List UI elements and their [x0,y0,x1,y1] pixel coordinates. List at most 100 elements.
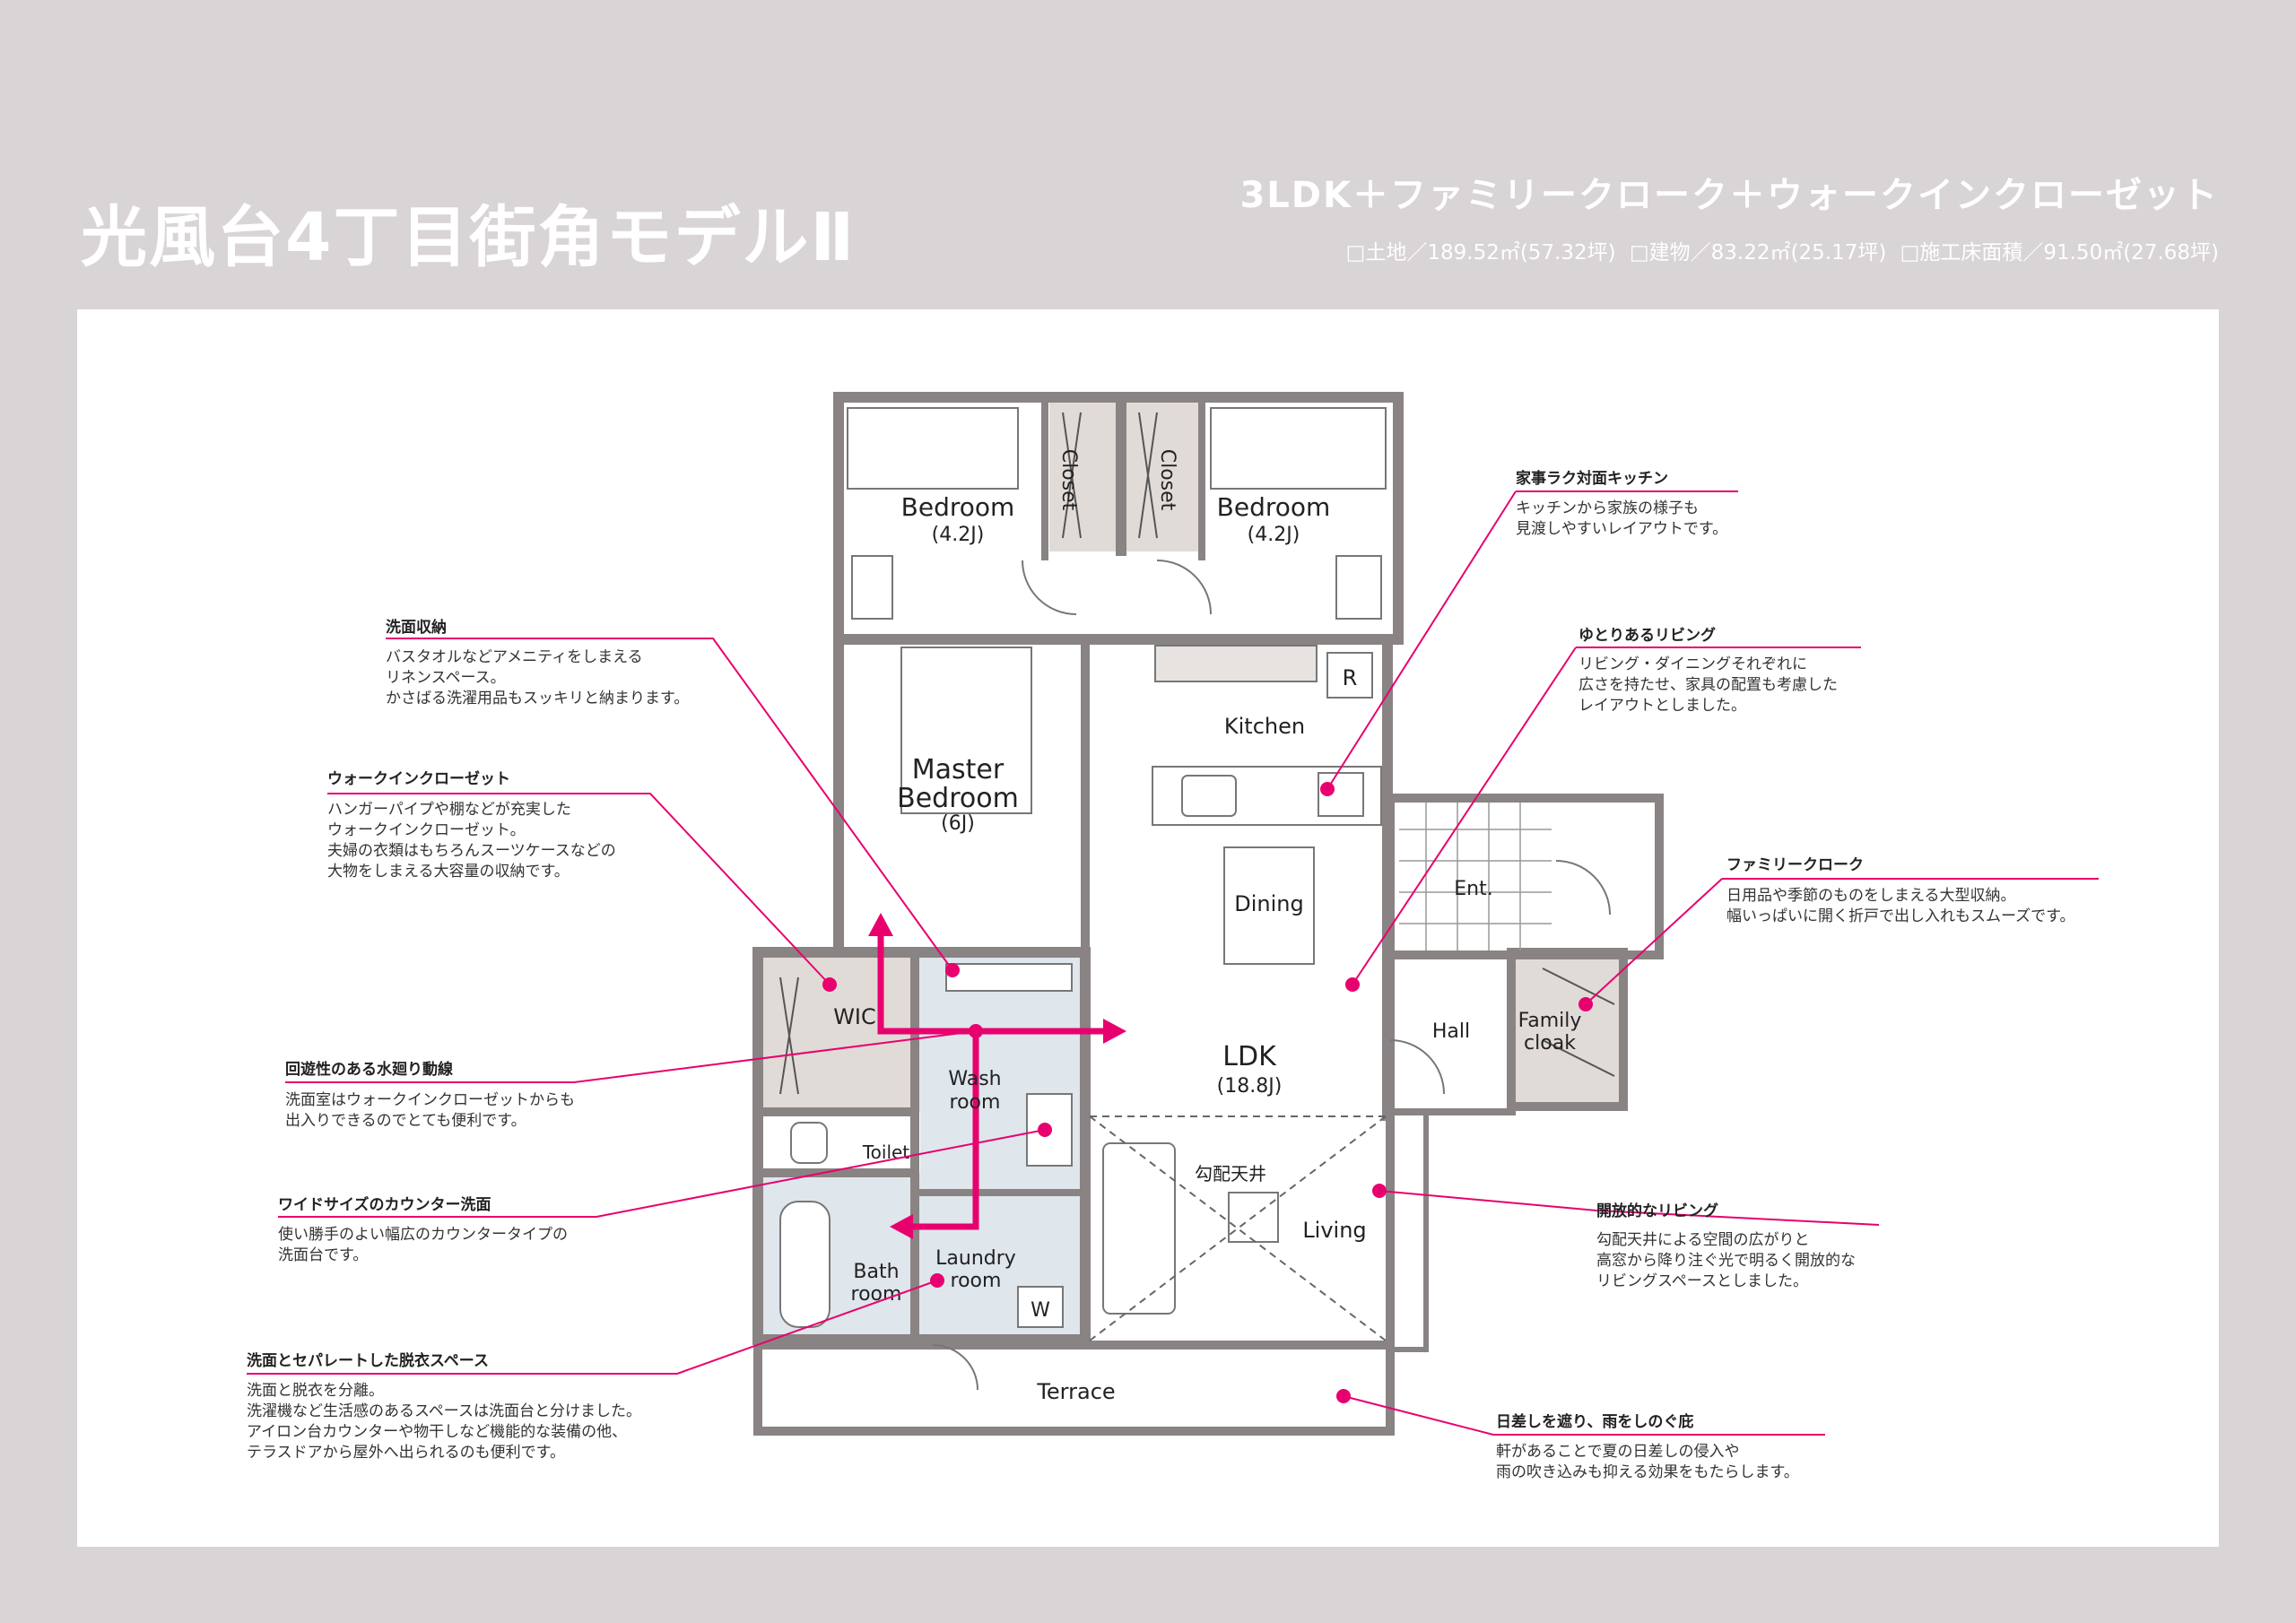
ann-living-line: 広さを持たせ、家具の配置も考慮した [1578,676,1838,694]
kitchen-counter-back [1154,645,1318,682]
ann-kitchen-line: キッチンから家族の様子も [1516,499,1699,517]
sink [1181,775,1237,817]
ann-open-living-line: 高窓から降り注ぐ光で明るく開放的な [1596,1252,1856,1270]
room-fills [761,399,1623,1341]
closet2-label: Closet [1156,449,1178,511]
ann-wic-line: ウォークインクローゼット。 [327,821,526,839]
ann-living-title: ゆとりあるリビング [1578,626,1716,645]
ann-circulation-title: 回遊性のある水廻り動線 [285,1060,453,1079]
arrowhead-right [1103,1019,1126,1044]
family-cloak-label-1: Family [1518,1010,1582,1032]
ann-eaves-line: 軒があることで夏の日差しの侵入や [1496,1443,1740,1461]
ann-counter-line: 洗面台です。 [278,1246,368,1264]
leader-open-living [1378,1190,1880,1226]
arrowhead-up [868,913,893,936]
wall-entrance [1386,794,1664,959]
master-label-2: Bedroom [897,783,1019,814]
ann-cloak-line: 日用品や季節のものをしまえる大型収納。 [1726,887,2016,905]
entrance-tiles [1399,803,1552,950]
toilet-fill [761,1112,920,1173]
toilet-bowl [790,1122,828,1164]
leader-senmen [386,638,953,971]
closet2-fill [1126,399,1199,551]
closet-hangers [779,412,1615,1095]
ldk-size: (18.8J) [1217,1075,1283,1098]
ann-open-living-line: 勾配天井による空間の広がりと [1596,1231,1810,1249]
building-area: □建物／83.22㎡(25.17坪) [1629,241,1887,265]
arrow-route-1 [877,933,1112,1035]
door-terrace [932,1344,978,1391]
desk-left [851,555,893,620]
wall-terrace [753,1341,1395,1436]
ann-counter-title: ワイドサイズのカウンター洗面 [278,1195,491,1214]
arrowheads [868,913,1126,1239]
ann-senmen-line: リネンスペース。 [386,669,506,687]
doors [932,560,1611,1391]
closet1-label: Closet [1057,449,1080,511]
arrow-route-2 [901,1031,979,1230]
annotations: 洗面収納 バスタオルなどアメニティをしまえる リネンスペース。 かさばる洗濯用品… [247,469,2074,1481]
bedroom1-label: Bedroom [901,492,1015,522]
master-size: (6J) [941,812,975,835]
ann-dressing-title: 洗面とセパレートした脱衣スペース [247,1351,489,1370]
ann-senmen-title: 洗面収納 [386,618,447,637]
washer-box [1017,1286,1064,1328]
bed-left [847,407,1019,490]
bed-right [1210,407,1387,490]
wash-label-1: Wash [948,1068,1001,1090]
ann-circulation-line: 洗面室はウォークインクローゼットからも [285,1091,575,1109]
ann-wic-line: 夫婦の衣類はもちろんスーツケースなどの [327,842,616,860]
living-label: Living [1302,1218,1366,1243]
ceiling-label: 勾配天井 [1195,1163,1266,1185]
wic-label: WIC [833,1004,876,1029]
toilet-label: Toilet [862,1141,909,1163]
leader-eaves [1343,1395,1825,1436]
leader-living [1352,647,1577,985]
ann-living-line: レイアウトとしました。 [1578,697,1746,715]
leader-dots [822,782,1593,1403]
laundry-label-1: Laundry [935,1247,1016,1270]
furniture [779,407,1387,1328]
door-entrance [1555,860,1611,916]
bed-master [900,647,1032,814]
ann-open-living-title: 開放的なリビング [1596,1202,1718,1220]
room-labels: Bedroom (4.2J) Bedroom (4.2J) Closet Clo… [833,449,1581,1404]
kitchen-label: Kitchen [1224,714,1305,739]
ann-living-line: リビング・ダイニングそれぞれに [1578,655,1807,673]
sofa [1102,1142,1176,1315]
bathtub [779,1201,831,1328]
leader-circulation [285,1030,977,1083]
dining-table [1223,846,1315,965]
page-title: 光風台4丁目街角モデルⅡ [81,199,857,276]
ann-wic-line: ハンガーパイプや棚などが充実した [327,801,571,819]
floor-area: □施工床面積／91.50㎡(27.68坪) [1900,241,2219,265]
ann-dressing-line: 洗濯機など生活感のあるスペースは洗面台と分けました。 [247,1402,641,1420]
terrace-label: Terrace [1036,1379,1115,1404]
linen-shelf [945,963,1073,992]
leader-dressing [247,1280,938,1375]
family-cloak-label-2: cloak [1524,1032,1576,1055]
bath-label-1: Bath [853,1261,899,1283]
wall-family-cloak [1507,948,1628,1111]
ann-eaves-line: 雨の吹き込みも抑える効果をもたらします。 [1496,1463,1799,1481]
ann-senmen-line: バスタオルなどアメニティをしまえる [386,648,643,666]
fridge-label: R [1343,665,1358,690]
ann-wic-title: ウォークインクローゼット [327,769,510,788]
ann-dressing-line: アイロン台カウンターや物干しなど機能的な装備の他、 [247,1423,627,1441]
wash-label-2: room [950,1091,1001,1114]
family-cloak-fill [1516,955,1623,1103]
leader-wic [327,793,831,985]
plan-type: 3LDK＋ファミリークローク＋ウォークインクローゼット [1239,175,2219,216]
area-specs: □土地／189.52㎡(57.32坪) □建物／83.22㎡(25.17坪) □… [1339,235,2219,265]
door-hall [1389,1039,1445,1095]
ldk-label: LDK [1222,1041,1277,1072]
ann-cloak-line: 幅いっぱいに開く折戸で出し入れもスムーズです。 [1726,907,2074,925]
ann-circulation-line: 出入りできるのでとても便利です。 [285,1112,526,1130]
entrance-label: Ent. [1454,878,1492,900]
arrowhead-left [890,1214,913,1239]
ann-eaves-title: 日差しを遮り、雨をしのぐ庇 [1496,1412,1693,1431]
leader-counter [278,1129,1046,1218]
door-bedroom1 [1022,560,1077,615]
